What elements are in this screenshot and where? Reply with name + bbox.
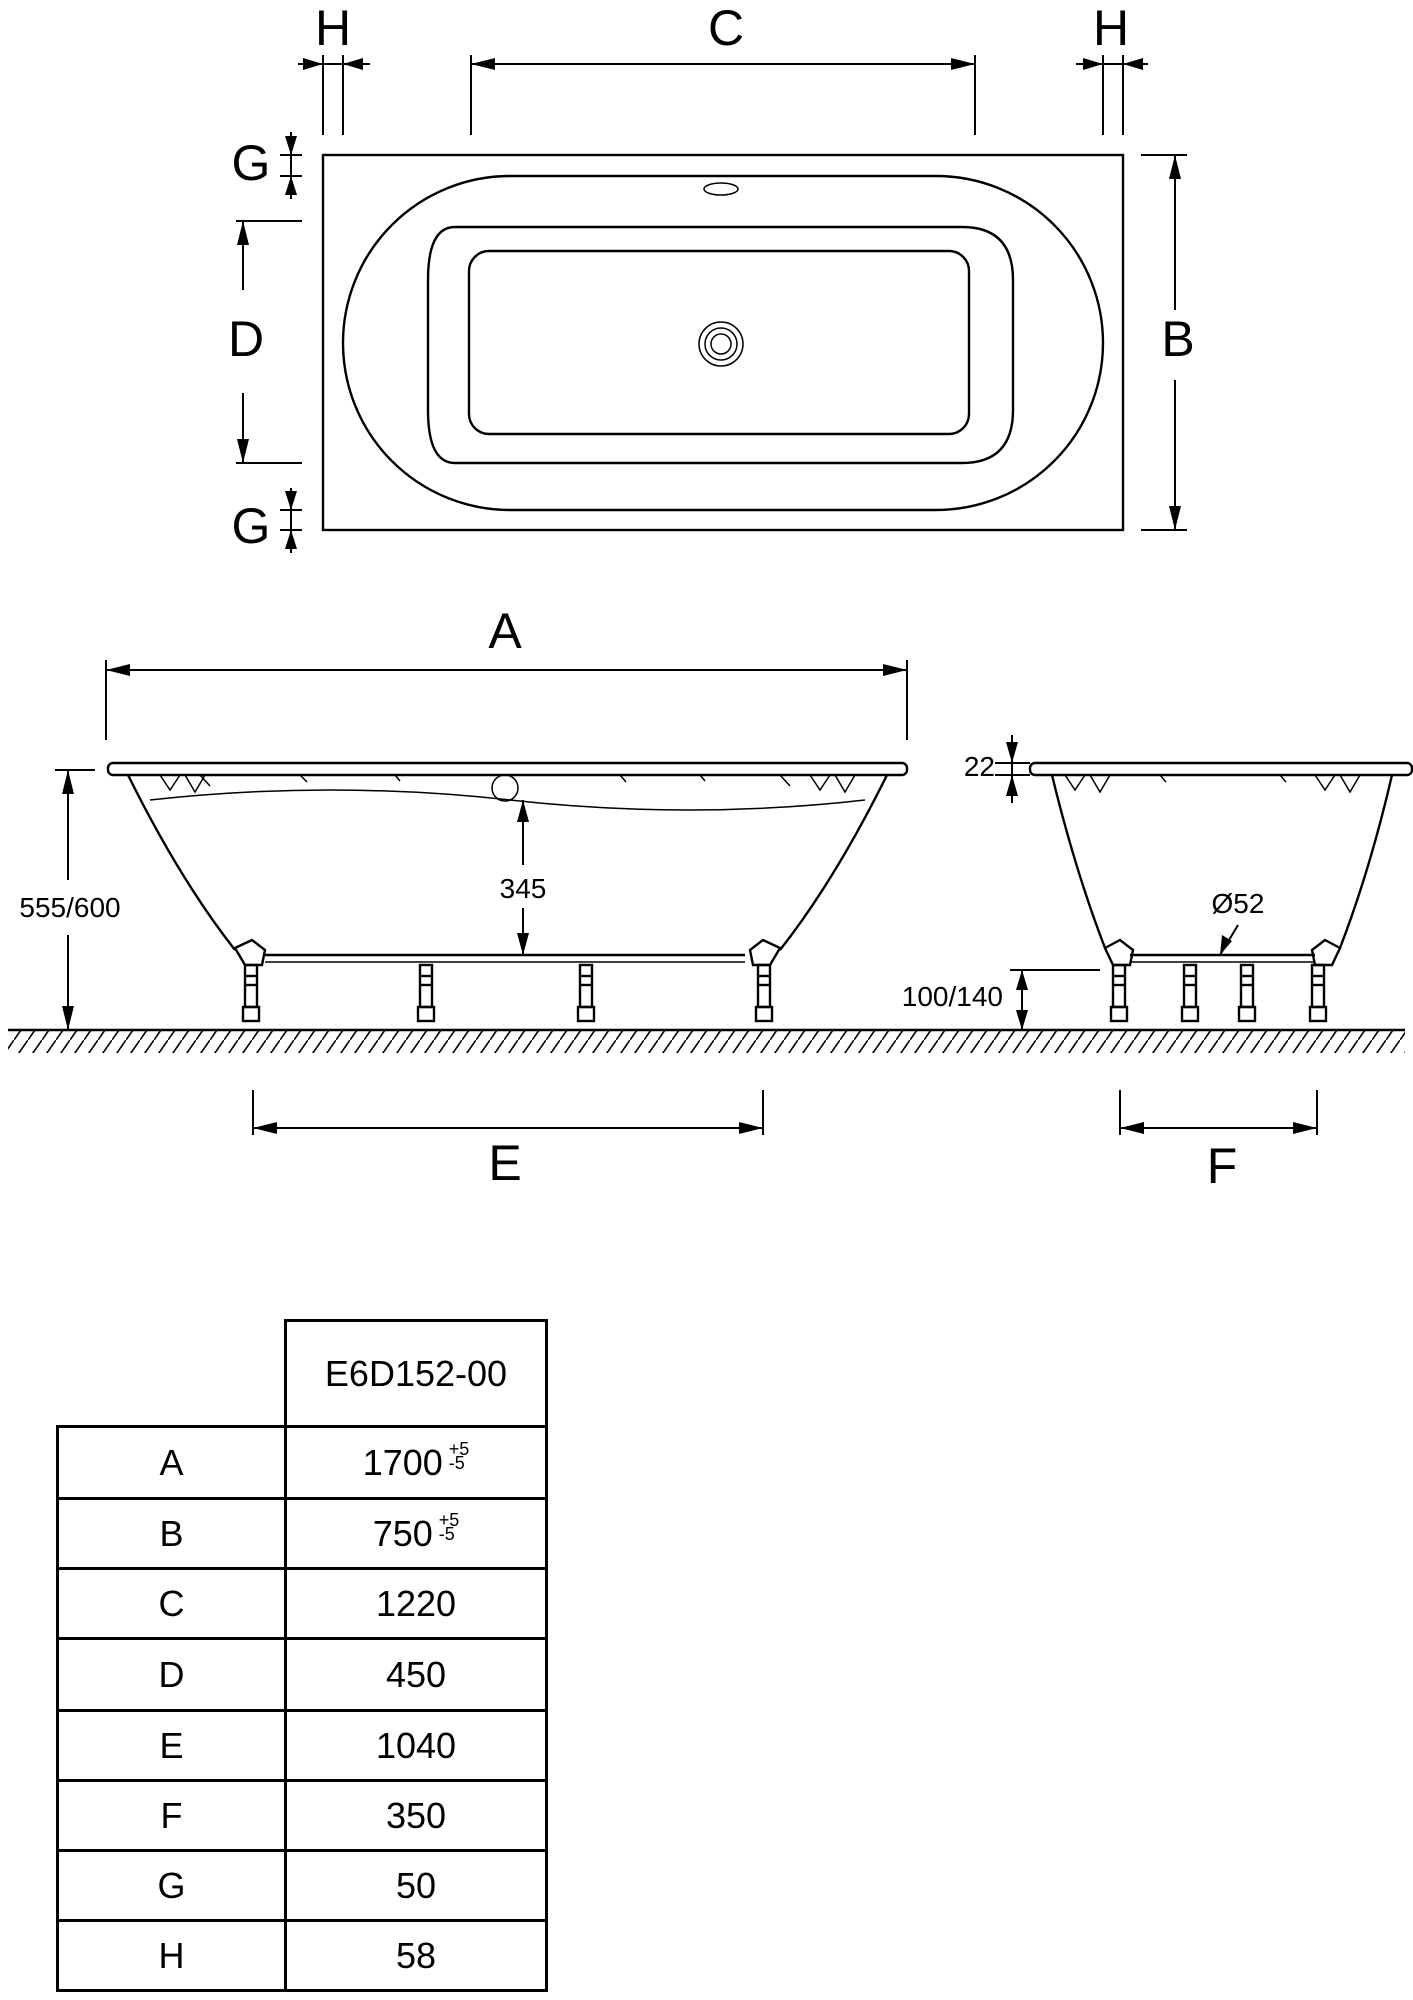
tub-inner-rim bbox=[341, 174, 1105, 512]
tub-basin-step bbox=[426, 225, 1015, 465]
dim-D bbox=[236, 220, 302, 464]
floor-line bbox=[8, 1028, 1405, 1053]
dim-B bbox=[1141, 154, 1187, 531]
table-row: E 1040 bbox=[56, 1709, 548, 1782]
dim-depth bbox=[517, 800, 529, 955]
tub-body-left bbox=[126, 774, 236, 951]
leg-bracket-left bbox=[233, 938, 267, 967]
overflow-icon bbox=[703, 182, 739, 196]
table-key: C bbox=[56, 1567, 287, 1640]
tub-body-right bbox=[779, 774, 889, 951]
tub-legs-end bbox=[1109, 963, 1328, 1023]
dim-F bbox=[1119, 1090, 1318, 1135]
drain-leader-arrow bbox=[1220, 935, 1232, 955]
table-model: E6D152-00 bbox=[284, 1319, 548, 1428]
table-row: H 58 bbox=[56, 1919, 548, 1992]
table-value: 350 bbox=[284, 1779, 548, 1852]
label-H-right: H bbox=[1093, 0, 1129, 56]
label-leg-height: 100/140 bbox=[902, 981, 1003, 1012]
rim-ribs-end bbox=[1064, 774, 1361, 794]
tub-legs-side bbox=[241, 963, 774, 1023]
table-value: 1220 bbox=[284, 1567, 548, 1640]
tub-rim-side bbox=[106, 761, 909, 777]
table-key: H bbox=[56, 1919, 287, 1992]
table-key: D bbox=[56, 1637, 287, 1712]
dim-G-bottom bbox=[280, 488, 302, 553]
table-value: 1040 bbox=[284, 1709, 548, 1782]
table-value: 750+5-5 bbox=[284, 1497, 548, 1570]
dim-A bbox=[105, 660, 908, 740]
table-value: 450 bbox=[284, 1637, 548, 1712]
label-rim: 22 bbox=[964, 751, 995, 782]
tub-end-left bbox=[1050, 774, 1107, 949]
table-key: E bbox=[56, 1709, 287, 1782]
table-value: 1700+5-5 bbox=[284, 1425, 548, 1500]
dim-height bbox=[55, 769, 95, 1030]
rim-ribs-side bbox=[159, 774, 856, 794]
label-G-bottom: G bbox=[232, 498, 271, 554]
tub-rim-end bbox=[1028, 761, 1413, 777]
table-row: B 750+5-5 bbox=[56, 1497, 548, 1570]
dim-E bbox=[252, 1090, 764, 1135]
label-G-top: G bbox=[232, 135, 271, 191]
leg-bracket-right bbox=[748, 938, 782, 967]
technical-drawing: C H H G bbox=[8, 0, 1413, 1194]
table-key: B bbox=[56, 1497, 287, 1570]
label-F: F bbox=[1207, 1138, 1238, 1194]
leg-bracket-end-right bbox=[1310, 938, 1342, 967]
table-row: F 350 bbox=[56, 1779, 548, 1852]
table-key: A bbox=[56, 1425, 287, 1500]
dim-H-left bbox=[298, 55, 370, 135]
leg-bracket-end-left bbox=[1103, 938, 1135, 967]
dim-C bbox=[470, 55, 976, 135]
tub-end-right bbox=[1338, 774, 1394, 949]
label-H-left: H bbox=[315, 0, 351, 56]
tolerance: +5-5 bbox=[448, 1438, 470, 1473]
table-row: G 50 bbox=[56, 1849, 548, 1922]
dim-rim bbox=[995, 735, 1030, 803]
end-view: 22 Ø52 100/140 F bbox=[902, 735, 1413, 1194]
table-row: C 1220 bbox=[56, 1567, 548, 1640]
label-B: B bbox=[1161, 311, 1194, 367]
dim-H-right bbox=[1076, 55, 1148, 135]
table-key: F bbox=[56, 1779, 287, 1852]
tub-outer-rim bbox=[321, 153, 1125, 532]
dim-leg-height bbox=[1010, 969, 1100, 1030]
drain-icon bbox=[698, 321, 744, 367]
tolerance: +5-5 bbox=[438, 1509, 460, 1544]
dim-G-top bbox=[280, 132, 302, 199]
tub-basin-floor bbox=[467, 249, 971, 436]
side-view: A 345 bbox=[19, 603, 909, 1191]
label-A: A bbox=[488, 603, 522, 659]
label-drain: Ø52 bbox=[1212, 888, 1265, 919]
label-E: E bbox=[488, 1135, 521, 1191]
table-header-row: E6D152-00 bbox=[58, 1319, 548, 1428]
table-value: 58 bbox=[284, 1919, 548, 1992]
label-C: C bbox=[708, 0, 744, 56]
overflow-icon-side bbox=[491, 774, 519, 802]
table-key: G bbox=[56, 1849, 287, 1922]
label-depth: 345 bbox=[500, 873, 547, 904]
label-height: 555/600 bbox=[19, 892, 120, 923]
dimension-table: E6D152-00 A 1700+5-5 B 750+5-5 C 1220 D … bbox=[56, 1319, 548, 1992]
label-D: D bbox=[228, 311, 264, 367]
table-row: D 450 bbox=[56, 1637, 548, 1712]
plan-view: C H H G bbox=[228, 0, 1195, 554]
table-row: A 1700+5-5 bbox=[56, 1425, 548, 1500]
table-value: 50 bbox=[284, 1849, 548, 1922]
